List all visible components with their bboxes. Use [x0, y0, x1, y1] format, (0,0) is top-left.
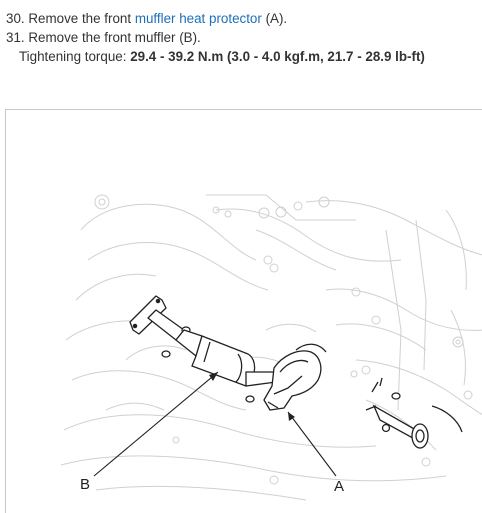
step-31: 31. Remove the front muffler (B). [6, 28, 480, 47]
step-text: Remove the front [28, 11, 132, 26]
front-muffler-assembly [129, 295, 327, 411]
background-bolt-circles [94, 194, 473, 485]
step-text-suffix: (A). [265, 11, 288, 26]
step-30: 30. Remove the front muffler heat protec… [6, 9, 480, 28]
step-number: 31. [6, 30, 25, 45]
callout-label-b: B [80, 476, 90, 493]
muffler-illustration: B A [5, 109, 482, 513]
callout-a-arrowhead [288, 412, 295, 421]
callout-b-arrowhead [209, 372, 218, 381]
tightening-torque: Tightening torque: 29.4 - 39.2 N.m (3.0 … [6, 47, 480, 66]
muffler-heat-protector-link[interactable]: muffler heat protector [134, 11, 262, 26]
torque-label: Tightening torque: [19, 49, 127, 64]
instruction-steps: 30. Remove the front muffler heat protec… [6, 9, 480, 66]
step-text: Remove the front muffler (B). [28, 30, 201, 45]
step-number: 30. [6, 11, 25, 26]
background-chassis-lines [60, 194, 482, 501]
callout-label-a: A [334, 478, 344, 495]
torque-value: 29.4 - 39.2 N.m (3.0 - 4.0 kgf.m, 21.7 -… [130, 49, 425, 64]
callout-leader-lines [93, 371, 337, 477]
rear-pipe-section [365, 377, 463, 449]
muffler-diagram: B A [60, 194, 482, 501]
